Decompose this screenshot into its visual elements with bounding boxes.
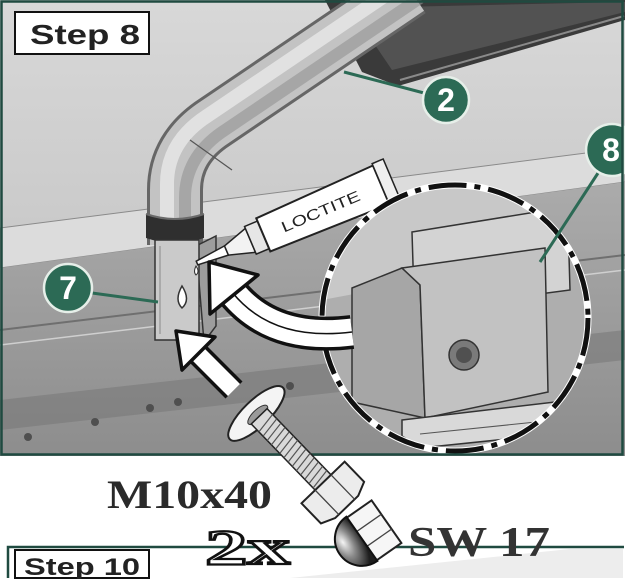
callout-bracket: 7 <box>42 262 94 314</box>
rail-hole <box>91 418 99 426</box>
glue-drop-small <box>194 265 199 276</box>
bolt-hex-head <box>300 460 366 525</box>
curved-arrow-head <box>207 260 260 316</box>
step-label-text: Step 8 <box>30 19 140 50</box>
rail-hole <box>146 404 154 412</box>
canopy-inner-panel <box>350 2 625 70</box>
callout-number: 2 <box>437 82 455 118</box>
callout-number: 8 <box>602 132 620 168</box>
pole-sleeve <box>146 214 204 243</box>
bolt-threads <box>258 414 328 489</box>
rail-hole <box>286 382 294 390</box>
detail-view-content <box>324 187 586 449</box>
step-label-box <box>14 549 150 579</box>
callout-disc <box>584 122 625 178</box>
pole-seam <box>189 139 233 171</box>
clip-block-front <box>400 247 549 419</box>
rail-hole <box>174 398 182 406</box>
step-label-text: Step 10 <box>24 554 140 579</box>
bolt <box>227 385 366 525</box>
next-step-illustration <box>290 549 623 578</box>
wrench-size-label: SW 17 <box>408 520 550 566</box>
callout-clip: 8 <box>584 122 625 178</box>
step-10-frame <box>6 545 624 578</box>
step-8-label: Step 8 <box>14 11 150 55</box>
bolt-hex-facets <box>314 474 356 516</box>
quantity-label: 2x <box>205 519 290 575</box>
cap-nut <box>333 498 403 567</box>
step-10-label: Step 10 <box>14 549 150 579</box>
leader-line-bracket <box>91 291 159 304</box>
detail-view <box>318 181 592 455</box>
callout-number: 7 <box>59 270 77 306</box>
step-8-panel: LOCTITE <box>0 0 625 456</box>
pole-shadow <box>179 0 424 248</box>
clip-hole-inner <box>456 347 472 363</box>
leader-line-pole <box>343 70 425 95</box>
cap-nut-facets <box>355 513 393 548</box>
insert-arrow-head <box>174 329 217 372</box>
glue-drop <box>177 284 188 310</box>
insert-arrow-fill <box>191 347 241 397</box>
clip-block-side <box>351 267 426 419</box>
pole-body <box>150 0 425 245</box>
bracket-plate <box>154 239 200 341</box>
step-label-box <box>14 11 150 55</box>
curved-arrow-divider <box>231 291 353 335</box>
pole-highlight <box>160 0 391 234</box>
callout-disc <box>421 75 471 125</box>
callout-pole: 2 <box>421 75 471 125</box>
pole-sleeve-edge <box>145 213 205 220</box>
leader-line-clip <box>538 169 602 263</box>
callout-disc <box>42 262 94 314</box>
detail-border <box>319 182 591 454</box>
cap-nut-dome <box>333 515 379 567</box>
bolt-size-label: M10x40 <box>107 472 272 517</box>
canopy-edge <box>399 15 625 81</box>
rail-hole <box>24 433 32 441</box>
